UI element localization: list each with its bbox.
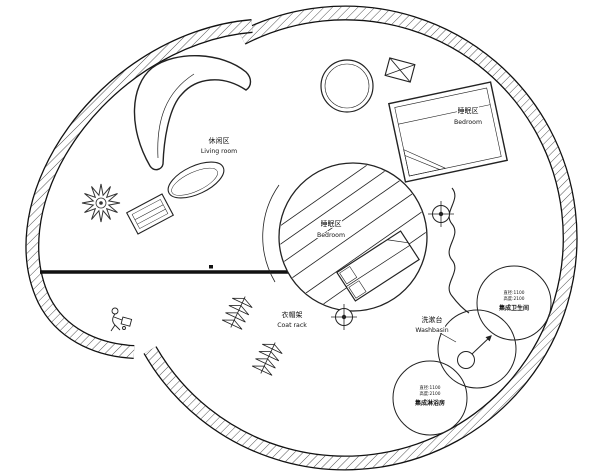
washbasin-leader — [439, 332, 457, 343]
label-washbasin-en: Washbasin — [415, 327, 448, 334]
coffee-table — [167, 161, 225, 199]
label-coat-rack-zh: 衣帽架 — [282, 310, 303, 319]
washbasin-fixture — [457, 335, 492, 369]
bathroom-pod — [476, 265, 552, 341]
label-coat-rack-en: Coat rack — [277, 322, 307, 329]
stripe-lines — [280, 164, 426, 310]
label-bedroom-top-zh: 睡眠区 — [458, 107, 479, 115]
center-platform — [278, 162, 428, 312]
curtain-line — [448, 187, 470, 314]
label-shower-spec1: 直径:1100 — [420, 384, 441, 391]
bed-center — [336, 230, 420, 302]
wall-stop — [209, 265, 213, 269]
outer-wall — [143, 5, 578, 471]
spiral-wall — [25, 19, 253, 359]
label-living-zh: 休闲区 — [209, 136, 230, 145]
coat-hanger-1 — [221, 296, 253, 330]
label-bathroom-name: 集成卫生间 — [498, 304, 529, 312]
person-figure — [110, 307, 133, 332]
label-washbasin-zh: 洗漱台 — [422, 315, 443, 324]
label-bedroom-center-zh: 睡眠区 — [321, 220, 342, 228]
label-bathroom-spec2: 高度:2100 — [504, 295, 525, 302]
partition-wall — [40, 265, 308, 274]
plant — [81, 183, 121, 223]
side-table — [125, 193, 175, 235]
label-bathroom-spec1: 直径:1100 — [504, 289, 525, 296]
label-bedroom-center-en: Bedroom — [317, 232, 345, 239]
living-sofa — [133, 54, 252, 171]
coat-hanger-2 — [251, 342, 283, 376]
label-shower-name: 集成淋浴房 — [414, 399, 445, 407]
stool — [384, 57, 416, 83]
label-bedroom-top-en: Bedroom — [454, 119, 482, 126]
survey-marker-2 — [331, 304, 357, 330]
survey-marker-1 — [428, 201, 454, 227]
washbasin-circle — [437, 309, 517, 389]
platform-arc — [262, 184, 280, 283]
round-table — [320, 59, 374, 113]
label-shower-spec2: 高度:2100 — [420, 390, 441, 397]
shower-pod — [392, 360, 468, 436]
bed-top — [387, 81, 509, 183]
label-living-en: Living room — [201, 148, 237, 155]
